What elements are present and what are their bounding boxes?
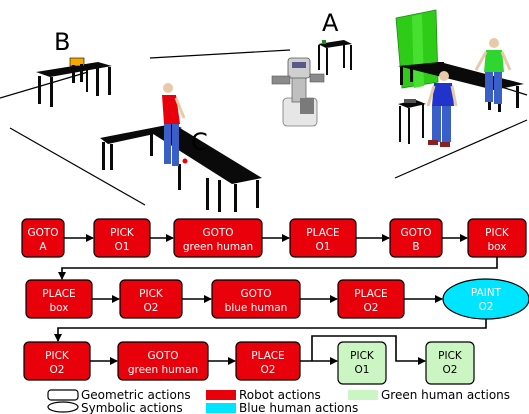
svg-text:O2: O2 [479, 301, 494, 313]
blue-human-figure [426, 71, 458, 147]
node-pick-o2-second: PICK O2 [23, 341, 91, 381]
svg-text:GOTO: GOTO [27, 227, 58, 239]
svg-text:PLACE: PLACE [306, 227, 339, 239]
node-human-pick-o1: PICK O1 [337, 341, 387, 385]
edge-6-7 [58, 257, 498, 280]
legend-blue: Blue human actions [206, 401, 358, 414]
legend-symbolic: Symbolic actions [47, 401, 183, 414]
node-place-o2-second: PLACE O2 [235, 341, 301, 381]
node-place-o1: PLACE O1 [289, 218, 357, 258]
green-human-figure [474, 38, 512, 104]
svg-text:GOTO: GOTO [400, 227, 431, 239]
floor-outline-bottom-right [394, 119, 528, 179]
floor-outline-bottom-left [9, 127, 146, 206]
svg-text:O2: O2 [50, 364, 65, 376]
svg-text:box: box [50, 302, 69, 314]
svg-text:PLACE: PLACE [354, 288, 387, 300]
svg-text:GOTO: GOTO [240, 288, 271, 300]
legend-geometric: Geometric actions [47, 388, 191, 402]
table-c [100, 124, 262, 212]
svg-text:O2: O2 [443, 364, 458, 376]
node-pick-o2: PICK O2 [119, 279, 183, 319]
label-a: A [322, 9, 339, 37]
action-diagram: GOTO A PICK O1 GOTO green human PLACE O1… [21, 218, 529, 385]
legend: Geometric actions Symbolic actions Robot… [47, 388, 510, 414]
label-c: C [191, 128, 208, 156]
svg-text:blue human: blue human [225, 302, 288, 314]
svg-text:O1: O1 [115, 241, 130, 253]
node-goto-blue-human: GOTO blue human [211, 279, 301, 319]
svg-text:O2: O2 [144, 302, 159, 314]
node-paint-o2: PAINT O2 [442, 278, 529, 320]
svg-text:Robot actions: Robot actions [239, 388, 321, 402]
svg-text:PICK: PICK [485, 227, 510, 239]
robot-figure [271, 57, 325, 127]
svg-text:green human: green human [183, 241, 253, 253]
svg-text:GOTO: GOTO [147, 350, 178, 362]
svg-text:B: B [412, 241, 419, 253]
svg-text:PAINT: PAINT [471, 287, 502, 299]
label-b: B [54, 28, 70, 56]
svg-text:PLACE: PLACE [42, 288, 75, 300]
svg-text:PICK: PICK [110, 227, 135, 239]
svg-text:GOTO: GOTO [202, 227, 233, 239]
node-goto-green-human: GOTO green human [173, 218, 263, 258]
floor-outline-top [149, 49, 291, 59]
svg-text:O1: O1 [316, 241, 331, 253]
node-place-o2: PLACE O2 [337, 279, 405, 319]
box-object [69, 57, 85, 67]
svg-text:PICK: PICK [139, 288, 164, 300]
svg-text:PLACE: PLACE [251, 350, 284, 362]
small-stand [398, 99, 426, 144]
node-pick-o1: PICK O1 [93, 218, 151, 258]
node-goto-a: GOTO A [21, 218, 65, 258]
svg-text:O2: O2 [261, 364, 276, 376]
table-a [318, 40, 352, 75]
node-goto-green-human-second: GOTO green human [117, 341, 209, 381]
svg-text:PICK: PICK [438, 350, 463, 362]
svg-text:PICK: PICK [45, 350, 70, 362]
legend-green: Green human actions [348, 388, 510, 402]
legend-robot: Robot actions [206, 388, 321, 402]
edge-15-16 [311, 335, 426, 365]
svg-text:green human: green human [128, 364, 198, 376]
node-pick-box: PICK box [467, 218, 527, 258]
svg-text:box: box [488, 241, 507, 253]
svg-text:Geometric actions: Geometric actions [81, 388, 191, 402]
svg-text:O2: O2 [364, 302, 379, 314]
table-b [36, 57, 112, 107]
node-human-pick-o2: PICK O2 [425, 341, 475, 385]
svg-text:Green human actions: Green human actions [381, 388, 510, 402]
svg-text:Blue human actions: Blue human actions [239, 401, 358, 414]
node-goto-b: GOTO B [389, 218, 443, 258]
edge-11-12 [54, 319, 487, 342]
scene-illustration: A B C [0, 9, 528, 212]
svg-text:Symbolic actions: Symbolic actions [81, 401, 183, 414]
red-human-figure [162, 83, 186, 166]
node-place-box: PLACE box [25, 279, 93, 319]
svg-text:O1: O1 [355, 364, 370, 376]
svg-text:A: A [39, 241, 47, 253]
svg-text:PICK: PICK [350, 350, 375, 362]
